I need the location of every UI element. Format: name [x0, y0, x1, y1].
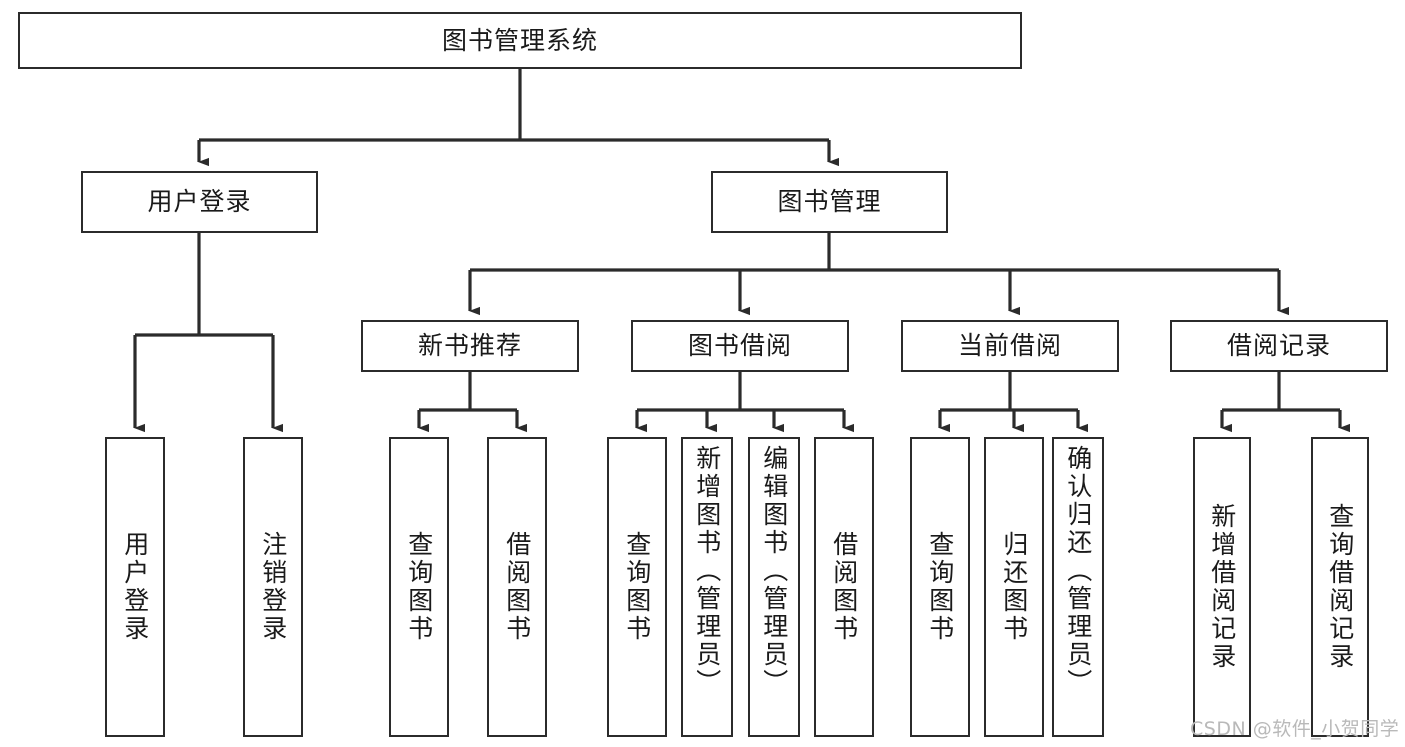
leaf-query-book-borrow[interactable]: 查询图书 [607, 437, 667, 737]
node-label: 借阅图书 [829, 531, 859, 643]
node-label: 图书管理 [777, 187, 882, 217]
node-label: 查询图书 [404, 531, 434, 643]
node-label: 新增图书（管理员） [692, 445, 722, 697]
node-label: 注销登录 [258, 531, 288, 643]
node-book-borrowing[interactable]: 图书借阅 [631, 320, 849, 372]
node-current-borrowing[interactable]: 当前借阅 [901, 320, 1119, 372]
leaf-query-book-current[interactable]: 查询图书 [910, 437, 970, 737]
node-label: 查询图书 [622, 531, 652, 643]
leaf-user-logout[interactable]: 注销登录 [243, 437, 303, 737]
node-label: 新增借阅记录 [1207, 503, 1237, 671]
node-label: 确认归还（管理员） [1063, 445, 1093, 697]
leaf-return-book[interactable]: 归还图书 [984, 437, 1044, 737]
node-label: 新书推荐 [417, 331, 522, 361]
leaf-query-book-new[interactable]: 查询图书 [389, 437, 449, 737]
node-label: 图书管理系统 [441, 25, 598, 55]
leaf-confirm-return-admin[interactable]: 确认归还（管理员） [1052, 437, 1104, 737]
node-label: 用户登录 [147, 187, 252, 217]
node-root-system[interactable]: 图书管理系统 [18, 12, 1022, 69]
leaf-query-borrow-record[interactable]: 查询借阅记录 [1311, 437, 1369, 737]
node-label: 图书借阅 [687, 331, 792, 361]
node-new-book-recommend[interactable]: 新书推荐 [361, 320, 579, 372]
node-label: 当前借阅 [957, 331, 1062, 361]
node-label: 查询图书 [925, 531, 955, 643]
leaf-user-login[interactable]: 用户登录 [105, 437, 165, 737]
leaf-borrow-book[interactable]: 借阅图书 [814, 437, 874, 737]
node-label: 编辑图书（管理员） [759, 445, 789, 697]
node-book-management[interactable]: 图书管理 [711, 171, 948, 233]
node-label: 归还图书 [999, 531, 1029, 643]
leaf-borrow-book-new[interactable]: 借阅图书 [487, 437, 547, 737]
leaf-add-book-admin[interactable]: 新增图书（管理员） [681, 437, 733, 737]
leaf-edit-book-admin[interactable]: 编辑图书（管理员） [748, 437, 800, 737]
csdn-watermark: CSDN @软件_小贺同学 [1190, 718, 1400, 740]
node-label: 借阅记录 [1226, 331, 1331, 361]
node-label: 借阅图书 [502, 531, 532, 643]
node-user-login[interactable]: 用户登录 [81, 171, 318, 233]
node-label: 用户登录 [120, 531, 150, 643]
node-label: 查询借阅记录 [1325, 503, 1355, 671]
leaf-add-borrow-record[interactable]: 新增借阅记录 [1193, 437, 1251, 737]
node-borrow-records[interactable]: 借阅记录 [1170, 320, 1388, 372]
